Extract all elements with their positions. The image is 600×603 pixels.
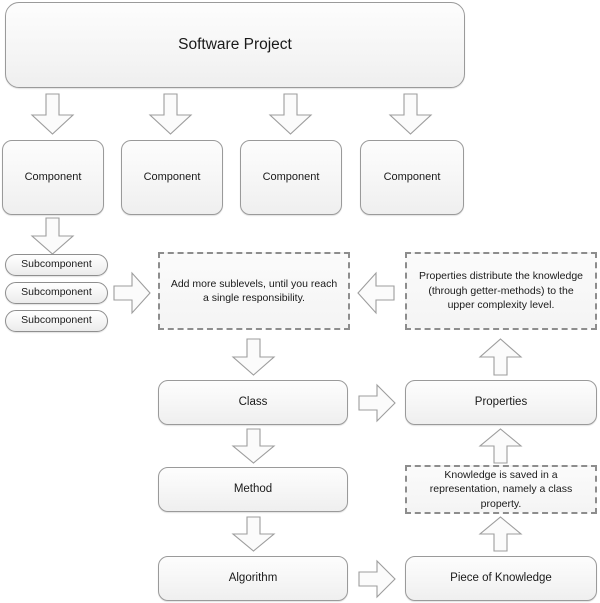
arrow-down-to-component-1	[30, 93, 75, 135]
node-label: Properties	[474, 396, 528, 409]
node-label: Subcomponent	[21, 314, 92, 327]
node-label: Software Project	[178, 36, 292, 54]
note-text: Knowledge is saved in a representation, …	[429, 468, 573, 510]
note-text: Add more sublevels, until you reach a si…	[170, 277, 338, 304]
node-label: Method	[233, 483, 273, 496]
node-label: Algorithm	[228, 572, 278, 585]
node-software-project: Software Project	[5, 2, 465, 88]
node-method: Method	[158, 467, 348, 512]
arrow-up-piece-to-knowledge-note	[478, 516, 523, 552]
arrow-up-knowledge-note-to-properties	[478, 428, 523, 464]
node-subcomponent-3: Subcomponent	[5, 310, 108, 332]
node-subcomponent-2: Subcomponent	[5, 282, 108, 304]
arrow-up-to-properties-note	[478, 338, 523, 376]
node-subcomponent-1: Subcomponent	[5, 254, 108, 276]
node-label: Subcomponent	[21, 286, 92, 299]
arrow-down-to-component-2	[148, 93, 193, 135]
node-label: Class	[238, 396, 268, 409]
node-algorithm: Algorithm	[158, 556, 348, 601]
arrow-down-to-component-3	[268, 93, 313, 135]
note-properties-distribute: Properties distribute the knowledge (thr…	[405, 252, 597, 330]
arrow-right-algorithm-to-piece	[358, 559, 396, 599]
arrow-down-to-component-4	[388, 93, 433, 135]
note-knowledge-saved: Knowledge is saved in a representation, …	[405, 465, 597, 514]
note-add-sublevels: Add more sublevels, until you reach a si…	[158, 252, 350, 330]
node-label: Component	[143, 170, 201, 183]
node-label: Component	[24, 170, 82, 183]
node-label: Component	[262, 170, 320, 183]
node-class: Class	[158, 380, 348, 425]
arrow-down-method-to-algorithm	[231, 516, 276, 552]
node-properties: Properties	[405, 380, 597, 425]
arrow-down-to-subcomponents	[30, 217, 75, 255]
arrow-left-to-sublevels-note	[357, 271, 395, 315]
arrow-down-class-to-method	[231, 428, 276, 464]
arrow-right-to-sublevels-note	[113, 271, 151, 315]
arrow-down-to-class	[231, 338, 276, 376]
node-piece-of-knowledge: Piece of Knowledge	[405, 556, 597, 601]
arrow-right-class-to-properties	[358, 383, 396, 423]
node-label: Subcomponent	[21, 258, 92, 271]
note-text: Properties distribute the knowledge (thr…	[418, 270, 583, 312]
node-component-3: Component	[240, 140, 342, 215]
node-label: Component	[383, 170, 441, 183]
node-component-4: Component	[360, 140, 464, 215]
node-label: Piece of Knowledge	[450, 572, 552, 585]
node-component-2: Component	[121, 140, 223, 215]
node-component-1: Component	[2, 140, 104, 215]
